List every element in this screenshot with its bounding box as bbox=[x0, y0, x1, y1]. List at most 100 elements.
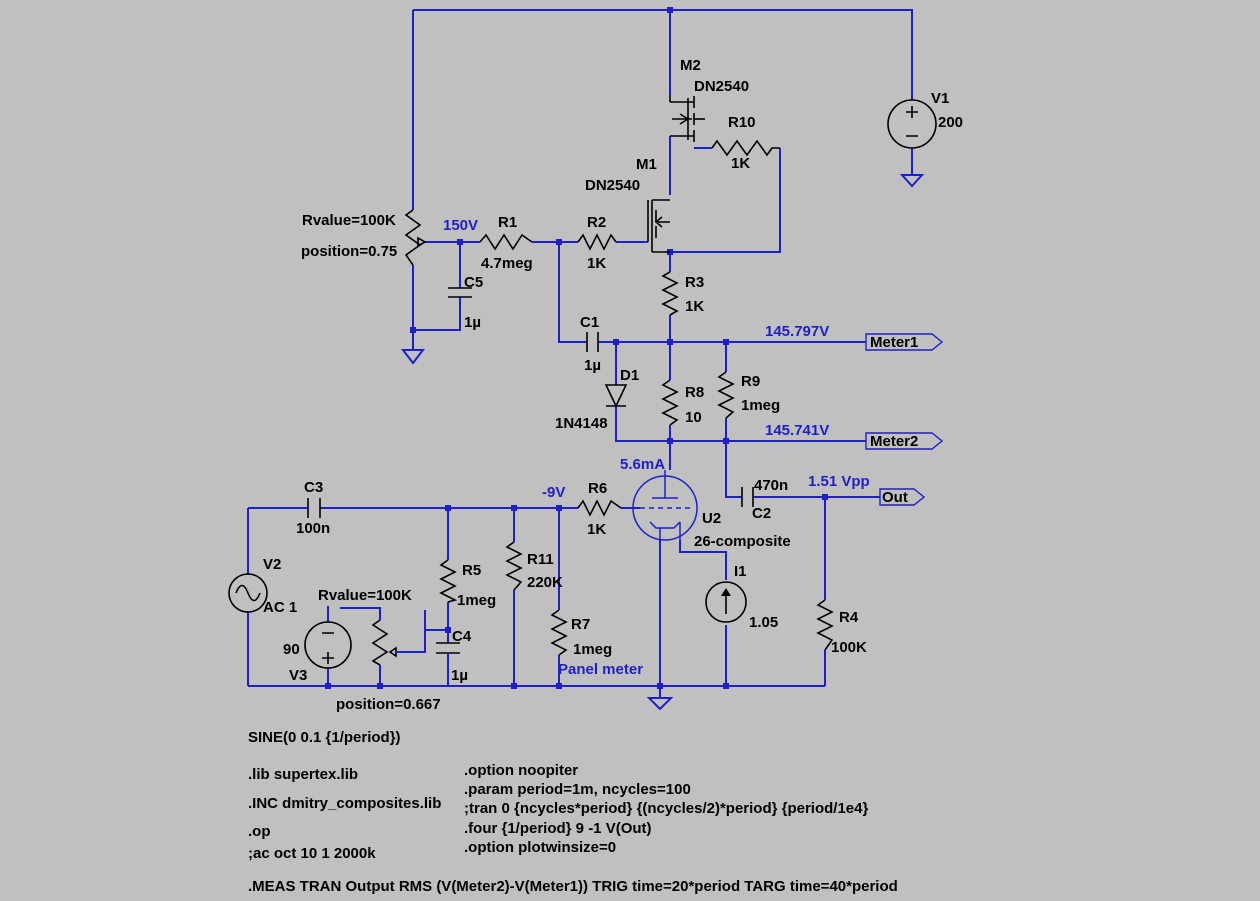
r5-value: 1meg bbox=[457, 592, 496, 609]
directive-sine: SINE(0 0.1 {1/period}) bbox=[248, 729, 401, 746]
port-meter2-label: Meter2 bbox=[870, 433, 918, 450]
capacitor-c1[interactable] bbox=[586, 332, 599, 352]
resistor-r7[interactable] bbox=[550, 609, 568, 656]
c2-ref: C2 bbox=[752, 505, 771, 522]
r9-value: 1meg bbox=[741, 397, 780, 414]
v2-value: AC 1 bbox=[263, 599, 297, 616]
mosfet-m1[interactable] bbox=[647, 199, 670, 253]
u2-ref: U2 bbox=[702, 510, 721, 527]
ground-symbol bbox=[646, 697, 674, 711]
directive-lib: .lib supertex.lib bbox=[248, 766, 358, 783]
port-out-label: Out bbox=[882, 489, 908, 506]
v1-value: 200 bbox=[938, 114, 963, 131]
port-meter1[interactable]: Meter1 bbox=[865, 333, 944, 351]
ground-symbol bbox=[400, 349, 426, 365]
resistor-r6[interactable] bbox=[577, 499, 622, 517]
r11-value: 220K bbox=[527, 574, 563, 591]
resistor-r5[interactable] bbox=[439, 559, 458, 603]
i1-ref: I1 bbox=[734, 563, 747, 580]
v3-ref: V3 bbox=[289, 667, 307, 684]
voltage-source-v1[interactable] bbox=[887, 99, 937, 149]
resistor-r9[interactable] bbox=[717, 371, 735, 419]
junctions bbox=[325, 7, 828, 689]
m2-ref: M2 bbox=[680, 57, 701, 74]
meter1-voltage: 145.797V bbox=[765, 323, 829, 340]
c1-ref: C1 bbox=[580, 314, 599, 331]
resistor-r8[interactable] bbox=[661, 379, 679, 426]
cathode-current: 5.6mA bbox=[620, 456, 665, 473]
d1-ref: D1 bbox=[620, 367, 639, 384]
c4-ref: C4 bbox=[452, 628, 472, 645]
v1-ref: V1 bbox=[931, 90, 949, 107]
resistor-r2[interactable] bbox=[577, 233, 617, 251]
directive-ac: ;ac oct 10 1 2000k bbox=[248, 845, 376, 862]
out-vpp: 1.51 Vpp bbox=[808, 473, 870, 490]
resistor-r4[interactable] bbox=[816, 599, 834, 651]
directive-tran: ;tran 0 {ncycles*period} {(ncycles/2)*pe… bbox=[464, 800, 868, 817]
i1-value: 1.05 bbox=[749, 614, 778, 631]
v2-ref: V2 bbox=[263, 556, 281, 573]
potentiometer-2[interactable] bbox=[371, 619, 426, 666]
ac-source-v2[interactable] bbox=[228, 573, 268, 613]
r2-ref: R2 bbox=[587, 214, 606, 231]
c3-value: 100n bbox=[296, 520, 330, 537]
m2-model: DN2540 bbox=[694, 78, 749, 95]
pot2-rvalue: Rvalue=100K bbox=[318, 587, 412, 604]
directive-noopiter: .option noopiter bbox=[464, 762, 578, 779]
potentiometer-1[interactable] bbox=[404, 209, 427, 266]
pot1-rvalue: Rvalue=100K bbox=[302, 212, 396, 229]
port-meter1-label: Meter1 bbox=[870, 334, 918, 351]
c3-ref: C3 bbox=[304, 479, 323, 496]
m1-ref: M1 bbox=[636, 156, 657, 173]
directive-plotwinsize: .option plotwinsize=0 bbox=[464, 839, 616, 856]
directive-param: .param period=1m, ncycles=100 bbox=[464, 781, 691, 798]
r2-value: 1K bbox=[587, 255, 606, 272]
r7-ref: R7 bbox=[571, 616, 590, 633]
u2-model: 26-composite bbox=[694, 533, 791, 550]
r6-value: 1K bbox=[587, 521, 606, 538]
triode-u2[interactable] bbox=[632, 470, 698, 541]
r8-value: 10 bbox=[685, 409, 702, 426]
r10-value: 1K bbox=[731, 155, 750, 172]
resistor-r10[interactable] bbox=[711, 139, 780, 157]
r10-ref: R10 bbox=[728, 114, 756, 131]
c4-value: 1µ bbox=[451, 667, 468, 684]
r7-value: 1meg bbox=[573, 641, 612, 658]
r5-ref: R5 bbox=[462, 562, 481, 579]
r4-ref: R4 bbox=[839, 609, 859, 626]
port-out[interactable]: Out bbox=[879, 488, 926, 506]
c1-value: 1µ bbox=[584, 357, 601, 374]
capacitor-c2[interactable] bbox=[741, 487, 754, 507]
resistor-r1[interactable] bbox=[479, 233, 533, 251]
r6-ref: R6 bbox=[588, 480, 607, 497]
capacitor-c3[interactable] bbox=[307, 498, 321, 518]
c2-value: 470n bbox=[754, 477, 788, 494]
r11-ref: R11 bbox=[527, 551, 554, 568]
c5-ref: C5 bbox=[464, 274, 483, 291]
d1-model: 1N4148 bbox=[555, 415, 608, 432]
c5-value: 1µ bbox=[464, 314, 481, 331]
resistor-r3[interactable] bbox=[661, 271, 679, 316]
m1-model: DN2540 bbox=[585, 177, 640, 194]
diode-d1[interactable] bbox=[604, 384, 628, 408]
bias-node-voltage: 150V bbox=[443, 217, 478, 234]
mosfet-m2[interactable] bbox=[669, 95, 705, 142]
current-source-i1[interactable] bbox=[705, 581, 747, 623]
capacitor-c5[interactable] bbox=[448, 287, 472, 298]
voltage-source-v3[interactable] bbox=[304, 621, 352, 669]
r8-ref: R8 bbox=[685, 384, 704, 401]
meter2-voltage: 145.741V bbox=[765, 422, 829, 439]
r4-value: 100K bbox=[831, 639, 867, 656]
panel-meter-label: Panel meter bbox=[558, 661, 643, 678]
grid-voltage: -9V bbox=[542, 484, 565, 501]
v3-value: 90 bbox=[283, 641, 300, 658]
directive-four: .four {1/period} 9 -1 V(Out) bbox=[464, 820, 652, 837]
directive-op: .op bbox=[248, 823, 271, 840]
r3-value: 1K bbox=[685, 298, 704, 315]
ground-symbol bbox=[899, 174, 925, 188]
resistor-r11[interactable] bbox=[505, 541, 523, 591]
port-meter2[interactable]: Meter2 bbox=[865, 432, 944, 450]
pot2-position: position=0.667 bbox=[336, 696, 441, 713]
r1-value: 4.7meg bbox=[481, 255, 533, 272]
